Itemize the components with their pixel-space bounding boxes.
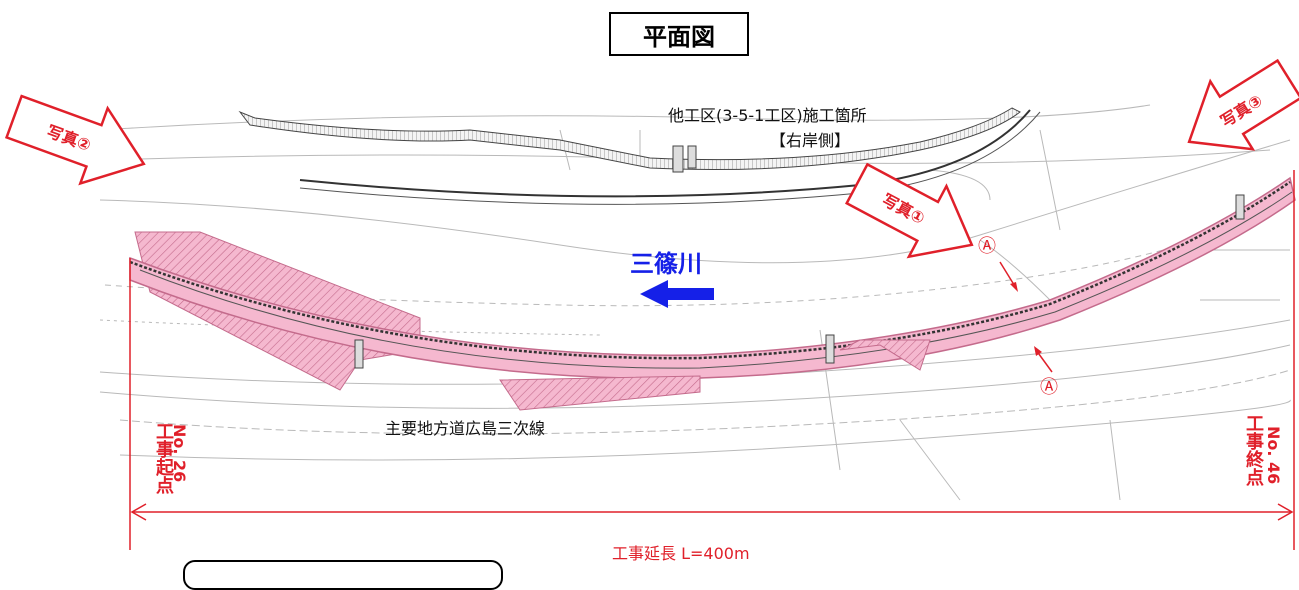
river-flow-arrow xyxy=(640,280,714,308)
svg-text:Ⓐ: Ⓐ xyxy=(1040,377,1058,398)
construction-length-label: 工事延長 L=400m xyxy=(612,544,750,563)
road-name-label: 主要地方道広島三次線 xyxy=(385,419,546,438)
svg-text:Ⓐ: Ⓐ xyxy=(978,236,996,257)
right-bank-revetment xyxy=(238,107,1041,205)
page-title: 平面図 xyxy=(609,12,749,56)
section-mark-a-bottom: Ⓐ xyxy=(1034,346,1058,398)
extension-dimension xyxy=(129,170,1295,550)
end-point-label: 工事終点 xyxy=(1243,414,1264,486)
left-bank-work-area xyxy=(129,176,1296,411)
photo-arrow-3: 写真③ xyxy=(1187,58,1299,151)
plan-diagram: 写真② 写真① 写真③ Ⓐ Ⓐ xyxy=(4,58,1299,550)
other-work-label: 他工区(3-5-1工区)施工箇所 xyxy=(668,106,867,125)
river-name-label: 三篠川 xyxy=(630,250,702,278)
photo-arrow-2: 写真② xyxy=(4,94,146,186)
start-point-label: 工事起点 xyxy=(153,422,174,494)
right-bank-label: 【右岸側】 xyxy=(770,131,851,150)
photo-arrow-1: 写真① xyxy=(845,162,974,259)
start-point-number: No. 26 xyxy=(170,424,189,483)
section-mark-a-top: Ⓐ xyxy=(978,236,1018,292)
end-point-number: No. 46 xyxy=(1264,426,1283,485)
legend-box xyxy=(183,560,503,590)
